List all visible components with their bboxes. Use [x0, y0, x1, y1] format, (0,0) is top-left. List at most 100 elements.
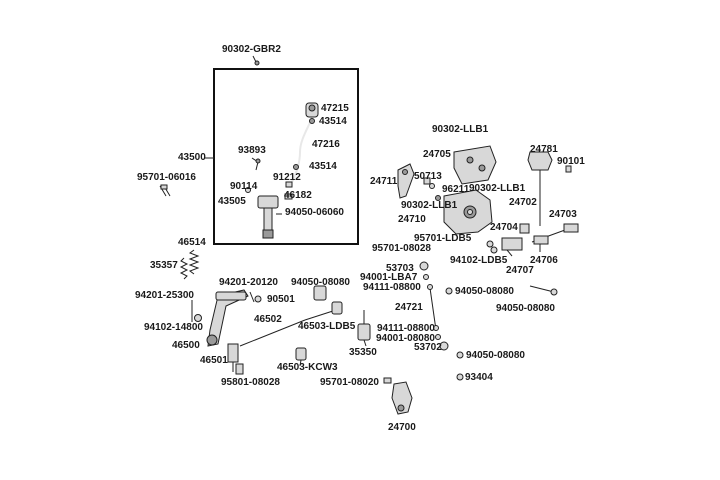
label-47215: 47215 — [321, 103, 349, 114]
label-94050-06060: 94050-06060 — [285, 207, 344, 218]
label-46503-ldb5: 46503-LDB5 — [298, 321, 356, 332]
part-94050-08080-a — [313, 285, 327, 301]
part-94050-08080-c — [529, 285, 558, 296]
part-94102-ldb5 — [490, 246, 498, 254]
part-94001-lba7 — [423, 274, 429, 280]
label-95701-06016: 95701-06016 — [137, 172, 196, 183]
label-94102-14800: 94102-14800 — [144, 322, 203, 333]
part-46503-kcw3 — [295, 347, 307, 367]
part-50713 — [423, 177, 431, 185]
part-46503-ldb5 — [331, 301, 343, 315]
part-94050-08080-b — [445, 287, 453, 295]
part-95701-06016 — [159, 184, 171, 197]
label-93404: 93404 — [465, 372, 493, 383]
label-24781: 24781 — [530, 144, 558, 155]
label-46502: 46502 — [254, 314, 282, 325]
part-94102-14800 — [194, 314, 202, 322]
label-53702: 53702 — [414, 342, 442, 353]
label-43500: 43500 — [178, 152, 206, 163]
label-94111-08800-a: 94111-08800 — [363, 282, 421, 293]
label-50713: 50713 — [414, 171, 442, 182]
label-24704: 24704 — [490, 222, 518, 233]
part-24711-arm — [397, 163, 415, 199]
label-46503-kcw3: 46503-KCW3 — [277, 362, 338, 373]
label-93893: 93893 — [238, 145, 266, 156]
part-90101 — [565, 165, 572, 173]
part-95801-08028 — [235, 363, 244, 375]
label-24705: 24705 — [423, 149, 451, 160]
part-90302-llb1-c — [435, 195, 441, 201]
part-24707 — [501, 237, 523, 251]
label-95701-08028: 95701-08028 — [372, 243, 431, 254]
part-46182 — [284, 193, 293, 200]
label-90501: 90501 — [267, 294, 295, 305]
part-35350-switch — [357, 310, 371, 347]
part-90114 — [245, 187, 251, 193]
part-46502-rod — [239, 309, 337, 347]
label-24707: 24707 — [506, 265, 534, 276]
part-91212 — [285, 181, 293, 188]
label-94201-20120: 94201-20120 — [219, 277, 278, 288]
part-47215-reservoir — [305, 102, 319, 118]
part-46501-switch — [227, 343, 239, 372]
label-95801-08028: 95801-08028 — [221, 377, 280, 388]
label-94001-lba7: 94001-LBA7 — [360, 272, 418, 283]
label-43505: 43505 — [218, 196, 246, 207]
label-24710: 24710 — [398, 214, 426, 225]
label-24721: 24721 — [395, 302, 423, 313]
part-90501 — [254, 295, 262, 303]
label-24702: 24702 — [509, 197, 537, 208]
label-90101: 90101 — [557, 156, 585, 167]
part-93404 — [456, 373, 464, 381]
part-24781-knob — [527, 151, 553, 171]
part-24704 — [519, 223, 530, 234]
part-96211 — [429, 183, 435, 189]
label-46501: 46501 — [200, 355, 228, 366]
label-90114: 90114 — [230, 181, 258, 192]
label-46500: 46500 — [172, 340, 200, 351]
label-94050-08080-c: 94050-08080 — [496, 303, 555, 314]
label-35350: 35350 — [349, 347, 377, 358]
label-95701-08020: 95701-08020 — [320, 377, 379, 388]
label-90302-llb1-b: 90302-LLB1 — [469, 183, 526, 194]
label-53703: 53703 — [386, 263, 414, 274]
part-94001-08080 — [435, 334, 441, 340]
label-46514: 46514 — [178, 237, 206, 248]
label-90302-gbr2: 90302-GBR2 — [222, 44, 281, 55]
part-95701-08020 — [383, 377, 392, 384]
label-94201-25300: 94201-25300 — [135, 290, 194, 301]
part-35357-spring — [179, 257, 189, 280]
label-46182: 46182 — [284, 190, 312, 201]
part-43514-clip-b — [293, 164, 299, 170]
label-24711: 24711 — [370, 176, 398, 187]
part-95701-ldb5 — [486, 240, 494, 248]
label-91212: 91212 — [273, 172, 301, 183]
part-24710-housing — [443, 189, 493, 235]
part-94201-20120 — [249, 291, 255, 303]
label-43514-b: 43514 — [309, 161, 337, 172]
label-43514-a: 43514 — [319, 116, 347, 127]
part-43514-clip-a — [309, 118, 315, 124]
part-47216-hose — [291, 117, 313, 183]
label-35357: 35357 — [150, 260, 178, 271]
label-94102-ldb5: 94102-LDB5 — [450, 255, 508, 266]
label-90302-llb1-a: 90302-LLB1 — [432, 124, 489, 135]
part-24705-cover — [453, 145, 497, 185]
part-24706 — [533, 235, 549, 245]
part-43505-master-cylinder — [257, 195, 282, 239]
label-47216: 47216 — [312, 139, 340, 150]
part-93893 — [251, 157, 261, 171]
part-24721-rod — [429, 287, 437, 331]
part-53703 — [419, 261, 429, 271]
label-94001-08080: 94001-08080 — [376, 333, 435, 344]
label-24706: 24706 — [530, 255, 558, 266]
part-24700-lever — [391, 381, 413, 415]
label-90302-llb1-c: 90302-LLB1 — [401, 200, 458, 211]
label-94050-08080-b: 94050-08080 — [455, 286, 514, 297]
label-24700: 24700 — [388, 422, 416, 433]
part-94050-08080-d — [456, 351, 464, 359]
label-94050-08080-d: 94050-08080 — [466, 350, 525, 361]
part-90302-gbr2 — [252, 55, 260, 66]
